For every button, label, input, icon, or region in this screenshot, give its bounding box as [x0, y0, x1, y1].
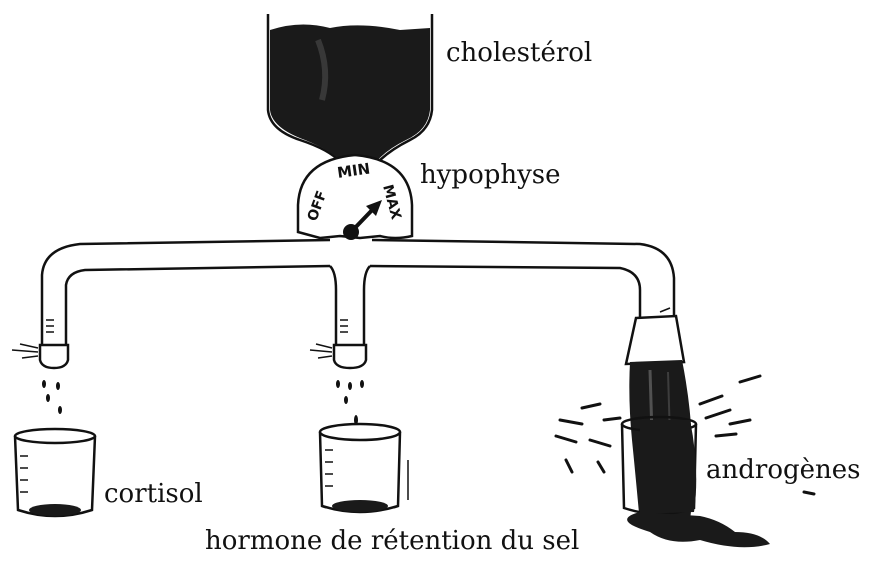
dial-pivot: [343, 224, 359, 240]
pipe-network: [42, 240, 674, 345]
drops: [42, 380, 364, 425]
right-outlet: [626, 316, 684, 364]
center-nozzle: [310, 344, 366, 368]
cholesterol-reservoir: [268, 14, 432, 162]
cortisol-beaker: [15, 429, 95, 516]
salt-hormone-label: hormone de rétention du sel: [205, 526, 579, 556]
salt-hormone-level: [332, 500, 388, 512]
pituitary-dial: OFF MIN MAX: [298, 155, 412, 240]
left-nozzle: [12, 344, 68, 368]
androgen-level: [640, 420, 696, 514]
pipe-graduations: [46, 308, 670, 336]
cortisol-level: [29, 504, 81, 516]
androgen-puddle: [627, 512, 770, 547]
androgens-label: androgènes: [706, 455, 860, 485]
salt-hormone-beaker: [320, 424, 408, 512]
cortisol-label: cortisol: [104, 479, 203, 509]
cholesterol-label: cholestérol: [446, 38, 592, 68]
pituitary-label: hypophyse: [420, 160, 561, 190]
